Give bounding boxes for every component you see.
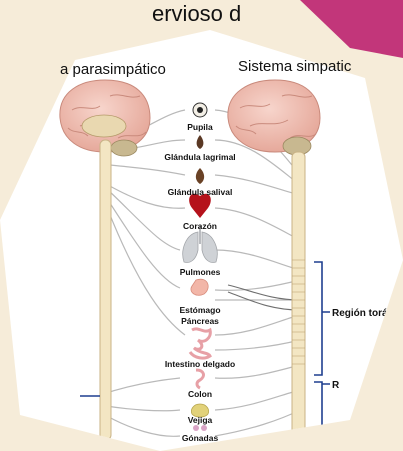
sympathetic-ganglia <box>292 259 305 365</box>
sympathetic-spinal-cord <box>291 151 306 451</box>
label-pancreas: Páncreas <box>181 316 219 326</box>
salivary-gland-icon <box>195 168 205 184</box>
label-pupila: Pupila <box>187 122 213 132</box>
sympathetic-header: Sistema simpatic <box>238 58 352 75</box>
label-pulmones: Pulmones <box>180 267 221 277</box>
thoracic-region-label: Región torácica <box>332 308 403 319</box>
lacrimal-gland-icon <box>196 135 204 149</box>
lungs-icon <box>182 226 218 263</box>
parasympathetic-nerves <box>99 109 186 437</box>
parasympathetic-spinal-cord <box>99 139 112 441</box>
label-intestino-delgado: Intestino delgado <box>165 359 235 369</box>
label-glandula-lagrimal: Glándula lagrimal <box>164 152 235 162</box>
bladder-icon <box>191 403 209 418</box>
parasympathetic-header: a parasimpático <box>60 61 166 78</box>
sympathetic-brain <box>227 79 321 156</box>
label-vejiga: Vejiga <box>188 415 213 425</box>
accent-corner <box>300 0 403 58</box>
small-intestine-icon <box>188 327 212 360</box>
heart-icon <box>189 193 211 218</box>
title-fragment: ervioso d <box>152 1 241 26</box>
lower-region-bracket <box>314 381 330 430</box>
lower-region-label: R <box>332 380 340 391</box>
thoracic-bracket <box>314 261 330 376</box>
label-gonadas: Gónadas <box>182 433 219 443</box>
pupil-icon <box>192 102 208 118</box>
parasympathetic-brain <box>59 79 151 157</box>
gonads-icon <box>193 425 207 431</box>
label-glandula-salival: Glándula salival <box>168 187 233 197</box>
colon-icon <box>195 368 205 390</box>
diagram-panel <box>0 30 403 451</box>
label-colon: Colon <box>188 389 212 399</box>
label-corazon: Corazón <box>183 221 217 231</box>
stomach-icon <box>190 278 209 296</box>
label-estomago: Estómago <box>179 305 220 315</box>
